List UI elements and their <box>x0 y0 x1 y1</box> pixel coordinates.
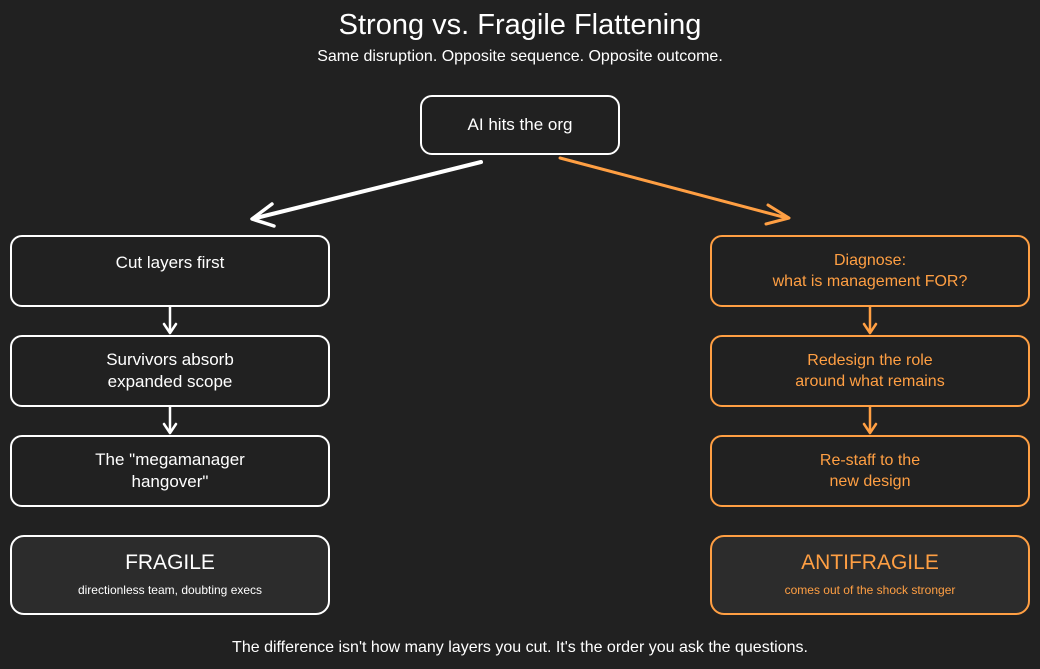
left-step-1-label: Cut layers first <box>115 253 225 272</box>
root-node-label: AI hits the org <box>467 115 573 134</box>
left-step2-to-step3-arrowhead <box>162 422 178 435</box>
right-step-3: Re-staff to the new design <box>710 435 1030 507</box>
root-to-left-arrowhead <box>250 202 276 228</box>
fragile-outcome-label: FRAGILE <box>125 551 215 574</box>
diagram-subtitle: Same disruption. Opposite sequence. Oppo… <box>317 48 723 65</box>
root-to-right-arrowhead <box>764 203 791 226</box>
antifragile-outcome-label: ANTIFRAGILE <box>801 551 939 574</box>
right-step-1: Diagnose: what is management FOR? <box>710 235 1030 307</box>
right-step-2: Redesign the role around what remains <box>710 335 1030 407</box>
left-step-2: Survivors absorb expanded scope <box>10 335 330 407</box>
fragile-outcome: FRAGILE directionless team, doubting exe… <box>10 535 330 615</box>
diagram-footer: The difference isn't how many layers you… <box>232 639 808 656</box>
right-step-3-label: Re-staff to the new design <box>819 452 921 490</box>
left-step-3: The "megamanager hangover" <box>10 435 330 507</box>
left-step1-to-step2-arrowhead <box>162 322 178 335</box>
left-step-3-label: The "megamanager hangover" <box>95 450 245 491</box>
right-step1-to-step2-arrowhead <box>862 322 878 335</box>
left-step-2-label: Survivors absorb expanded scope <box>106 350 234 391</box>
root-to-left-arrow <box>254 160 483 220</box>
root-to-right-arrow <box>558 156 789 220</box>
right-step-2-label: Redesign the role around what remains <box>795 352 945 390</box>
antifragile-outcome-caption: comes out of the shock stronger <box>784 583 956 597</box>
right-step2-to-step3-arrowhead <box>862 422 878 435</box>
antifragile-outcome: ANTIFRAGILE comes out of the shock stron… <box>710 535 1030 615</box>
root-node: AI hits the org <box>420 95 620 155</box>
left-step-1: Cut layers first <box>10 235 330 307</box>
diagram-title: Strong vs. Fragile Flattening <box>338 9 702 41</box>
fragile-outcome-caption: directionless team, doubting execs <box>77 583 263 597</box>
right-step-1-label: Diagnose: what is management FOR? <box>772 252 968 290</box>
